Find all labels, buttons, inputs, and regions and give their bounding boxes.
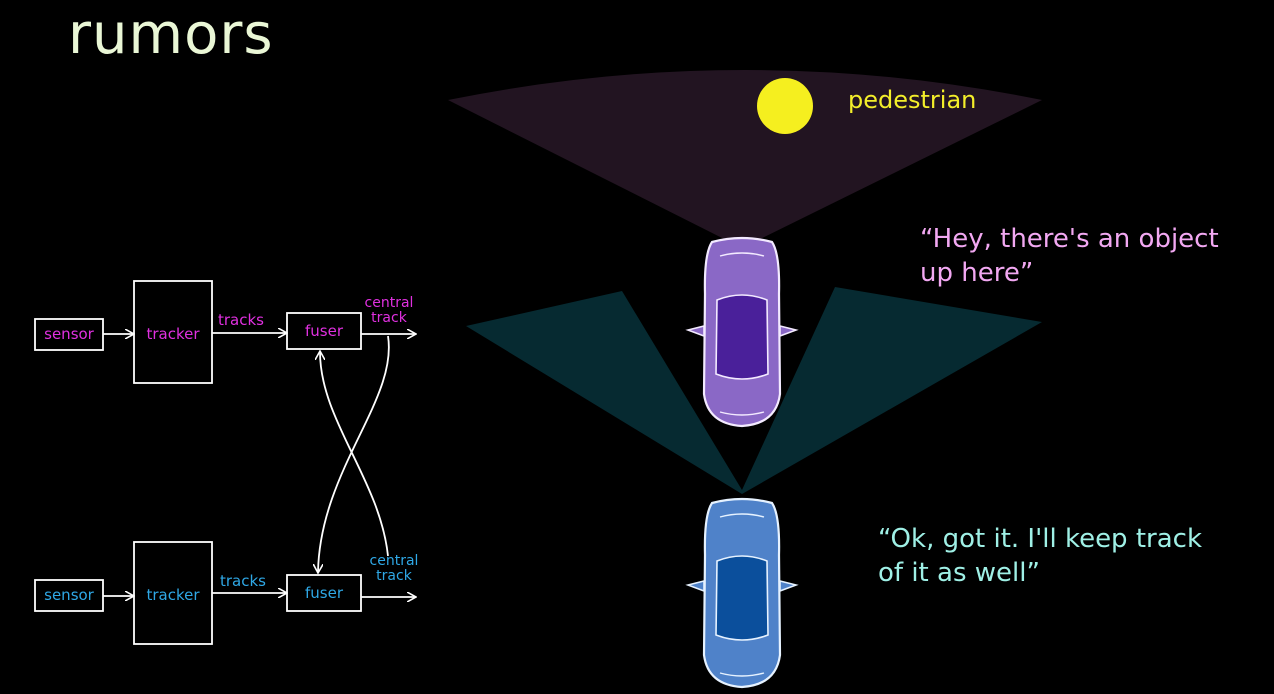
top-car-field-of-view (448, 70, 1042, 248)
fuser-label: fuser (305, 322, 343, 340)
fuser-label: fuser (305, 584, 343, 602)
sensor-label: sensor (44, 586, 94, 604)
feedback-arrow-bottom-to-top (320, 352, 389, 557)
pedestrian-label: pedestrian (848, 86, 977, 114)
car-icon (685, 497, 799, 689)
bottom-car-field-of-view (466, 287, 1042, 494)
sensor-label: sensor (44, 325, 94, 343)
central-track-label: central track (364, 295, 414, 326)
pedestrian-icon (757, 78, 813, 134)
fuser-box (286, 312, 362, 350)
tracker-box (133, 280, 213, 384)
tracks-label: tracks (220, 572, 266, 590)
bottom-car-quote: “Ok, got it. I'll keep track of it as we… (878, 524, 1202, 588)
car-icon (685, 236, 799, 428)
slide-title: rumors (68, 2, 274, 67)
tracker-label: tracker (146, 325, 200, 343)
pipeline-bottom (34, 541, 415, 645)
pipeline-top (34, 280, 415, 384)
tracks-label: tracks (218, 311, 264, 329)
fuser-box (286, 574, 362, 612)
feedback-arrow-top-to-bottom (318, 335, 390, 572)
tracker-label: tracker (146, 586, 200, 604)
central-track-label: central track (369, 553, 419, 584)
top-car-quote: “Hey, there's an object up here” (920, 224, 1219, 288)
